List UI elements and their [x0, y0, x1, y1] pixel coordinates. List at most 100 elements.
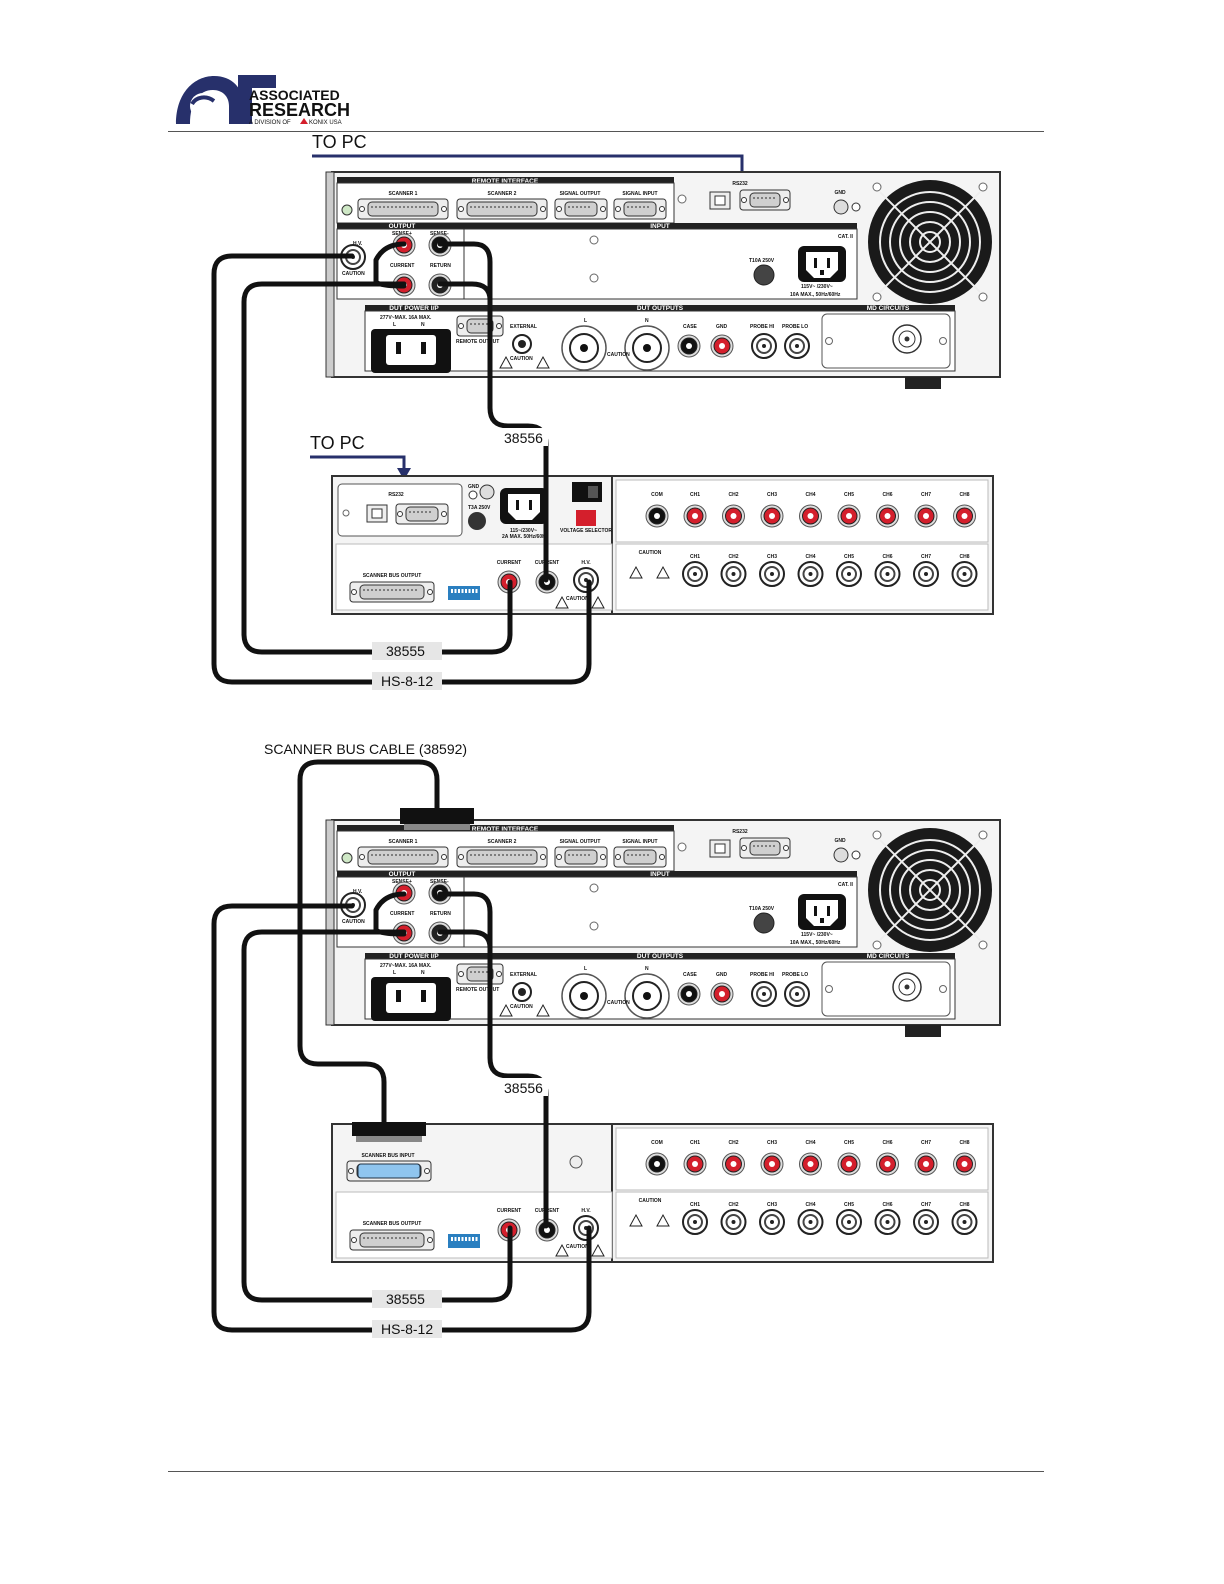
caution-label: CAUTION	[607, 352, 630, 358]
scanner1-port-pin	[415, 206, 417, 208]
channel-label-upper: CH8	[959, 492, 969, 498]
md-circuits-panel	[821, 961, 951, 1017]
dut-power-pin	[396, 342, 401, 354]
scanner-bus-output-port-pin	[391, 589, 393, 591]
scanner1-port-pin	[419, 854, 421, 856]
signal-input-port	[623, 849, 657, 865]
signal-input-port-pin	[639, 206, 641, 208]
com-terminal-hole	[654, 513, 660, 519]
dut-gnd-label: GND	[716, 972, 728, 978]
case-terminal-hole	[686, 991, 692, 997]
current-label: CURRENT	[390, 263, 414, 269]
ground-symbol-icon	[851, 850, 861, 860]
channel-red-terminal-hole	[961, 1161, 968, 1167]
channel-red-terminal-hole	[769, 1161, 775, 1167]
scanner1-port-pin	[399, 854, 401, 856]
cable-current-top	[241, 281, 513, 655]
caution-label: CAUTION	[510, 356, 533, 362]
scanner1-port-pin	[403, 206, 405, 208]
probe-lo-terminal-pin	[795, 344, 799, 348]
dip-switch-toggle	[451, 589, 453, 593]
scanner-bus-output-port-pin	[387, 1237, 389, 1239]
channel-label-upper: CH6	[882, 1140, 892, 1146]
fan-screw	[978, 940, 988, 950]
scanner1-label: SCANNER 1	[389, 839, 418, 845]
channel-red-terminal-hole	[884, 1161, 891, 1167]
signal-input-label: SIGNAL INPUT	[622, 191, 657, 197]
fan-guard-ring	[909, 869, 951, 911]
remote-output-port-screw-left	[458, 323, 464, 329]
rs232-label: RS232	[732, 829, 748, 835]
scanner-bus-output-port-screw-left	[351, 589, 357, 595]
ground-symbol-icon	[468, 490, 478, 500]
remote-interface-label: REMOTE INTERFACE	[472, 826, 539, 833]
md-circuits-panel	[821, 313, 951, 369]
case-terminal-hole	[686, 343, 692, 349]
scanner2-port-pin	[486, 206, 488, 208]
scanner-bus-output-port-pin	[379, 589, 381, 591]
channel-label-upper: CH7	[921, 492, 931, 498]
signal-output-port-screw-right	[600, 854, 606, 860]
external-jack-center	[518, 988, 526, 996]
dut-output-l-label: L	[584, 966, 587, 972]
scanner-bus-output-port-pin	[395, 589, 397, 591]
rs232-port-screw-right	[783, 197, 789, 203]
tester-foot	[905, 377, 941, 389]
signal-output-port-pin	[568, 854, 570, 856]
signal-output-port-screw-right	[600, 206, 606, 212]
remote-output-port-pin	[474, 971, 476, 973]
signal-input-port-pin	[631, 206, 633, 208]
scanner-gnd-label: GND	[468, 484, 480, 490]
output-input-bar	[337, 223, 857, 229]
scanner2-port-pin	[494, 854, 496, 856]
scanner-bus-output-port-screw-left	[351, 1237, 357, 1243]
scanner-iec-inlet-face	[508, 494, 540, 520]
channel-label-upper: CH1	[690, 1140, 700, 1146]
mains-rating-label: 10A MAX., 50Hz/60Hz	[790, 292, 841, 298]
dut-output-l-label: L	[584, 318, 587, 324]
company-logo: ASSOCIATED RESEARCH A DIVISION OF KONIX …	[176, 75, 350, 126]
scanner-hv-label: H.V.	[581, 1208, 591, 1214]
scanner-caution-label: CAUTION	[566, 596, 589, 602]
voltage-selector-switch	[576, 510, 596, 526]
signal-input-port-pin	[647, 206, 649, 208]
channel-label-lower: CH5	[844, 1202, 854, 1208]
scanner1-port-pin	[399, 206, 401, 208]
signal-input-port-pin	[643, 854, 645, 856]
scanner2-port-pin	[490, 854, 492, 856]
scanner2-port-pin	[486, 854, 488, 856]
dip-switch-toggle	[458, 589, 460, 593]
scanner2-port-pin	[514, 854, 516, 856]
signal-output-port-pin	[588, 854, 590, 856]
cable-label-bg-sense-bottom	[502, 1078, 548, 1096]
channel-label-upper: CH3	[767, 1140, 777, 1146]
scanner1-port-screw-right	[441, 854, 447, 860]
scanner-bus-connector-bottom-shell	[356, 1136, 422, 1142]
scanner1-port-pin	[383, 206, 385, 208]
remote-output-port-pin	[478, 323, 480, 325]
scanner-current-label: CURRENT	[497, 560, 521, 566]
channel-red-terminal-hole	[961, 513, 968, 519]
scanner-bus-output-port-pin	[375, 589, 377, 591]
screw	[589, 273, 599, 283]
channel-label-lower: CH1	[690, 1202, 700, 1208]
rs232-port-pin	[769, 197, 771, 199]
cable-jumper-bottom	[373, 891, 407, 937]
scanner2-port-pin	[494, 206, 496, 208]
signal-output-port-pin	[588, 206, 590, 208]
scanner2-port-pin	[498, 854, 500, 856]
cable-label-hv-top: HS-8-12	[381, 673, 433, 689]
signal-input-port-pin	[643, 206, 645, 208]
scanner-bus-output-port-screw-right	[427, 589, 433, 595]
scanner2-port-pin	[478, 854, 480, 856]
dut-power-pin	[421, 990, 426, 1002]
rs232-port-pin	[753, 845, 755, 847]
scanner-bus-output-port-pin	[375, 1237, 377, 1239]
warning-triangle-icon	[499, 1003, 513, 1017]
warning-triangle-icon	[656, 1213, 670, 1227]
output-label: OUTPUT	[389, 871, 416, 878]
scanner-bus-output-port-pin	[415, 589, 417, 591]
scanner1-port-pin	[395, 854, 397, 856]
scanner1-port-pin	[379, 206, 381, 208]
